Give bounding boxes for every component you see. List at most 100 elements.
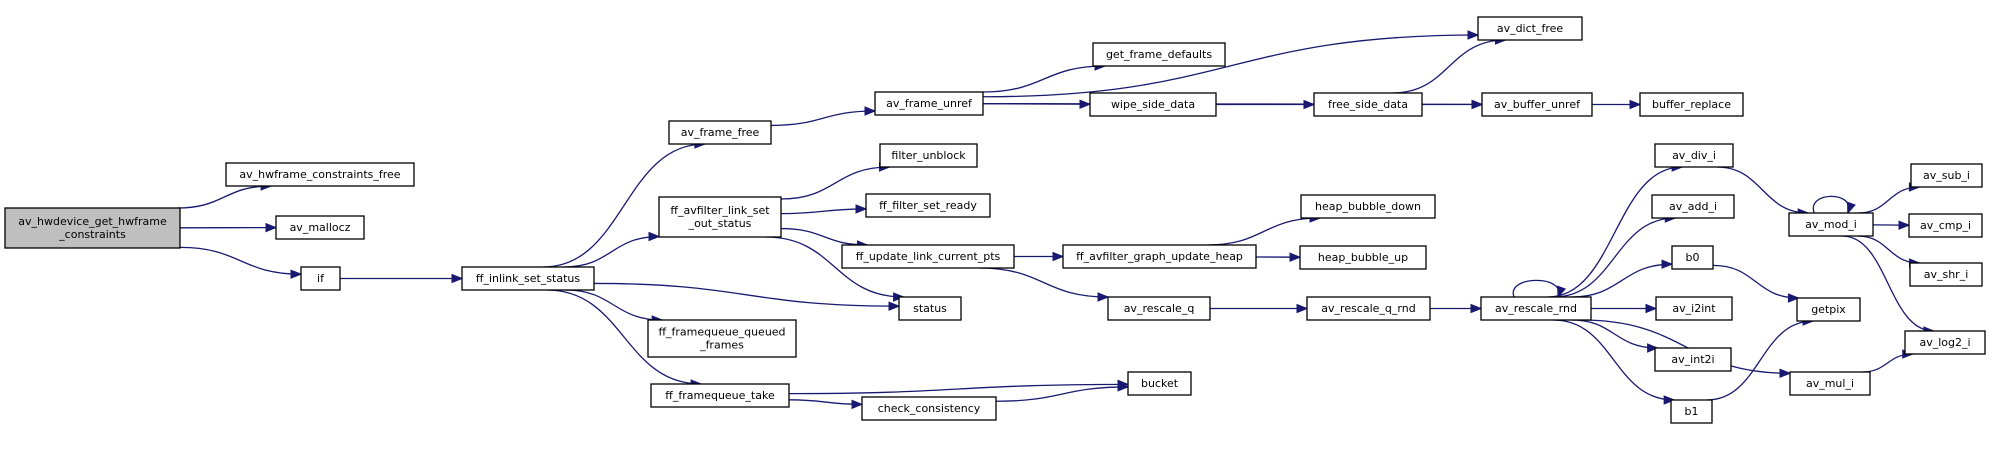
node-get-frame-defaults[interactable]: get_frame_defaults xyxy=(1092,42,1226,67)
node-label: b1 xyxy=(1685,405,1699,418)
node-free-side-data[interactable]: free_side_data xyxy=(1313,92,1423,117)
node-add-i[interactable]: av_add_i xyxy=(1651,194,1735,219)
node-mallocz[interactable]: av_mallocz xyxy=(275,215,365,240)
node-label: av_frame_unref xyxy=(886,97,973,110)
node-b1[interactable]: b1 xyxy=(1670,399,1713,424)
edge-frame-free-to-frame-unref xyxy=(770,106,877,127)
node-root[interactable]: av_hwdevice_get_hwframe_constraints xyxy=(4,207,181,249)
node-buffer-replace[interactable]: buffer_replace xyxy=(1639,92,1744,117)
node-label: wipe_side_data xyxy=(1111,98,1195,111)
node-box xyxy=(874,91,984,116)
node-label: av_hwframe_constraints_free xyxy=(239,168,400,181)
node-box xyxy=(1909,262,1983,287)
node-dict-free[interactable]: av_dict_free xyxy=(1477,16,1583,41)
node-check-consistency[interactable]: check_consistency xyxy=(861,396,997,421)
node-getpix[interactable]: getpix xyxy=(1796,297,1861,322)
edge-update-link-pts-to-rescale-q xyxy=(979,267,1110,302)
node-graph-update-heap[interactable]: ff_avfilter_graph_update_heap xyxy=(1062,244,1257,269)
node-log2-i[interactable]: av_log2_i xyxy=(1904,330,1986,355)
node-filter-unblock[interactable]: filter_unblock xyxy=(879,143,978,168)
node-box xyxy=(1655,296,1733,321)
node-rescale-q[interactable]: av_rescale_q xyxy=(1107,296,1211,321)
node-box xyxy=(1480,296,1592,321)
node-cmp-i[interactable]: av_cmp_i xyxy=(1908,213,1983,238)
node-box xyxy=(275,215,365,240)
edge-mod-i-to-sub-i xyxy=(1858,182,1921,214)
node-div-i[interactable]: av_div_i xyxy=(1654,143,1734,168)
node-box xyxy=(1904,330,1986,355)
node-label: _frames xyxy=(699,339,744,352)
edge-rescale-q-to-rescale-q-rnd xyxy=(1210,303,1309,314)
node-label: av_mod_i xyxy=(1805,218,1857,231)
node-box xyxy=(1299,245,1427,270)
edge-rescale-rnd-to-b0 xyxy=(1571,259,1674,298)
node-box xyxy=(1062,244,1257,269)
node-box xyxy=(650,383,790,408)
node-label: av_div_i xyxy=(1672,149,1716,162)
node-queued-frames[interactable]: ff_framequeue_queued_frames xyxy=(647,319,797,358)
node-box xyxy=(865,193,991,218)
node-inlink-set-status[interactable]: ff_inlink_set_status xyxy=(461,266,595,291)
node-box xyxy=(1654,347,1732,372)
node-i2int[interactable]: av_i2int xyxy=(1655,296,1733,321)
node-buffer-unref[interactable]: av_buffer_unref xyxy=(1481,92,1593,117)
node-box xyxy=(1107,296,1211,321)
node-label: av_log2_i xyxy=(1919,336,1970,349)
node-box xyxy=(1651,194,1735,219)
node-label: av_dict_free xyxy=(1497,22,1564,35)
node-label: av_mallocz xyxy=(290,221,351,234)
edge-frame-unref-to-dict-free xyxy=(982,30,1480,98)
node-box xyxy=(658,196,782,238)
node-label: _out_status xyxy=(688,217,752,230)
node-mul-i[interactable]: av_mul_i xyxy=(1789,371,1871,396)
node-rescale-q-rnd[interactable]: av_rescale_q_rnd xyxy=(1306,296,1431,321)
edge-link-set-out-status-to-filter-set-ready xyxy=(780,204,868,215)
node-filter-set-ready[interactable]: ff_filter_set_ready xyxy=(865,193,991,218)
node-box xyxy=(1477,16,1583,41)
node-frame-unref[interactable]: av_frame_unref xyxy=(874,91,984,116)
node-link-set-out-status[interactable]: ff_avfilter_link_set_out_status xyxy=(658,196,782,238)
node-label: av_buffer_unref xyxy=(1494,98,1581,111)
edge-check-consistency-to-bucket xyxy=(995,382,1130,402)
node-b0[interactable]: b0 xyxy=(1671,245,1714,270)
node-box xyxy=(1089,92,1217,117)
node-wipe-side-data[interactable]: wipe_side_data xyxy=(1089,92,1217,117)
node-label: av_rescale_q xyxy=(1124,302,1195,315)
edge-graph-update-heap-to-heap-bubble-up xyxy=(1255,252,1302,262)
edge-rescale-rnd-to-int2i xyxy=(1571,319,1659,353)
node-box xyxy=(225,162,415,187)
node-box xyxy=(1300,194,1436,219)
node-label: av_frame_free xyxy=(681,126,760,139)
node-label: ff_avfilter_link_set xyxy=(670,204,770,217)
node-int2i[interactable]: av_int2i xyxy=(1654,347,1732,372)
node-box xyxy=(647,319,797,358)
node-framequeue-take[interactable]: ff_framequeue_take xyxy=(650,383,790,408)
edge-inlink-set-status-to-status xyxy=(593,282,901,311)
node-box xyxy=(861,396,997,421)
node-if[interactable]: if xyxy=(300,266,341,291)
node-label: ff_framequeue_queued xyxy=(658,326,785,339)
node-label: heap_bubble_down xyxy=(1315,200,1421,213)
node-rescale-rnd[interactable]: av_rescale_rnd xyxy=(1480,296,1592,321)
node-update-link-pts[interactable]: ff_update_link_current_pts xyxy=(841,244,1015,269)
node-box xyxy=(1671,245,1714,270)
node-mod-i[interactable]: av_mod_i xyxy=(1788,212,1874,237)
node-box xyxy=(1654,143,1734,168)
node-label: buffer_replace xyxy=(1652,98,1731,111)
node-bucket[interactable]: bucket xyxy=(1127,371,1192,396)
edge-wipe-side-data-to-free-side-data xyxy=(1216,99,1316,110)
node-label: get_frame_defaults xyxy=(1106,48,1212,61)
node-shr-i[interactable]: av_shr_i xyxy=(1909,262,1983,287)
node-heap-bubble-down[interactable]: heap_bubble_down xyxy=(1300,194,1436,219)
node-heap-bubble-up[interactable]: heap_bubble_up xyxy=(1299,245,1427,270)
node-status[interactable]: status xyxy=(898,296,962,321)
node-sub-i[interactable]: av_sub_i xyxy=(1910,163,1983,188)
node-constraints-free[interactable]: av_hwframe_constraints_free xyxy=(225,162,415,187)
node-label: ff_filter_set_ready xyxy=(879,199,977,212)
edge-if-to-inlink-set-status xyxy=(339,273,464,284)
node-frame-free[interactable]: av_frame_free xyxy=(668,120,772,145)
node-label: av_hwdevice_get_hwframe xyxy=(18,215,167,228)
edge-free-side-data-to-dict-free xyxy=(1392,35,1507,94)
node-box xyxy=(4,207,181,249)
node-label: filter_unblock xyxy=(891,149,966,162)
